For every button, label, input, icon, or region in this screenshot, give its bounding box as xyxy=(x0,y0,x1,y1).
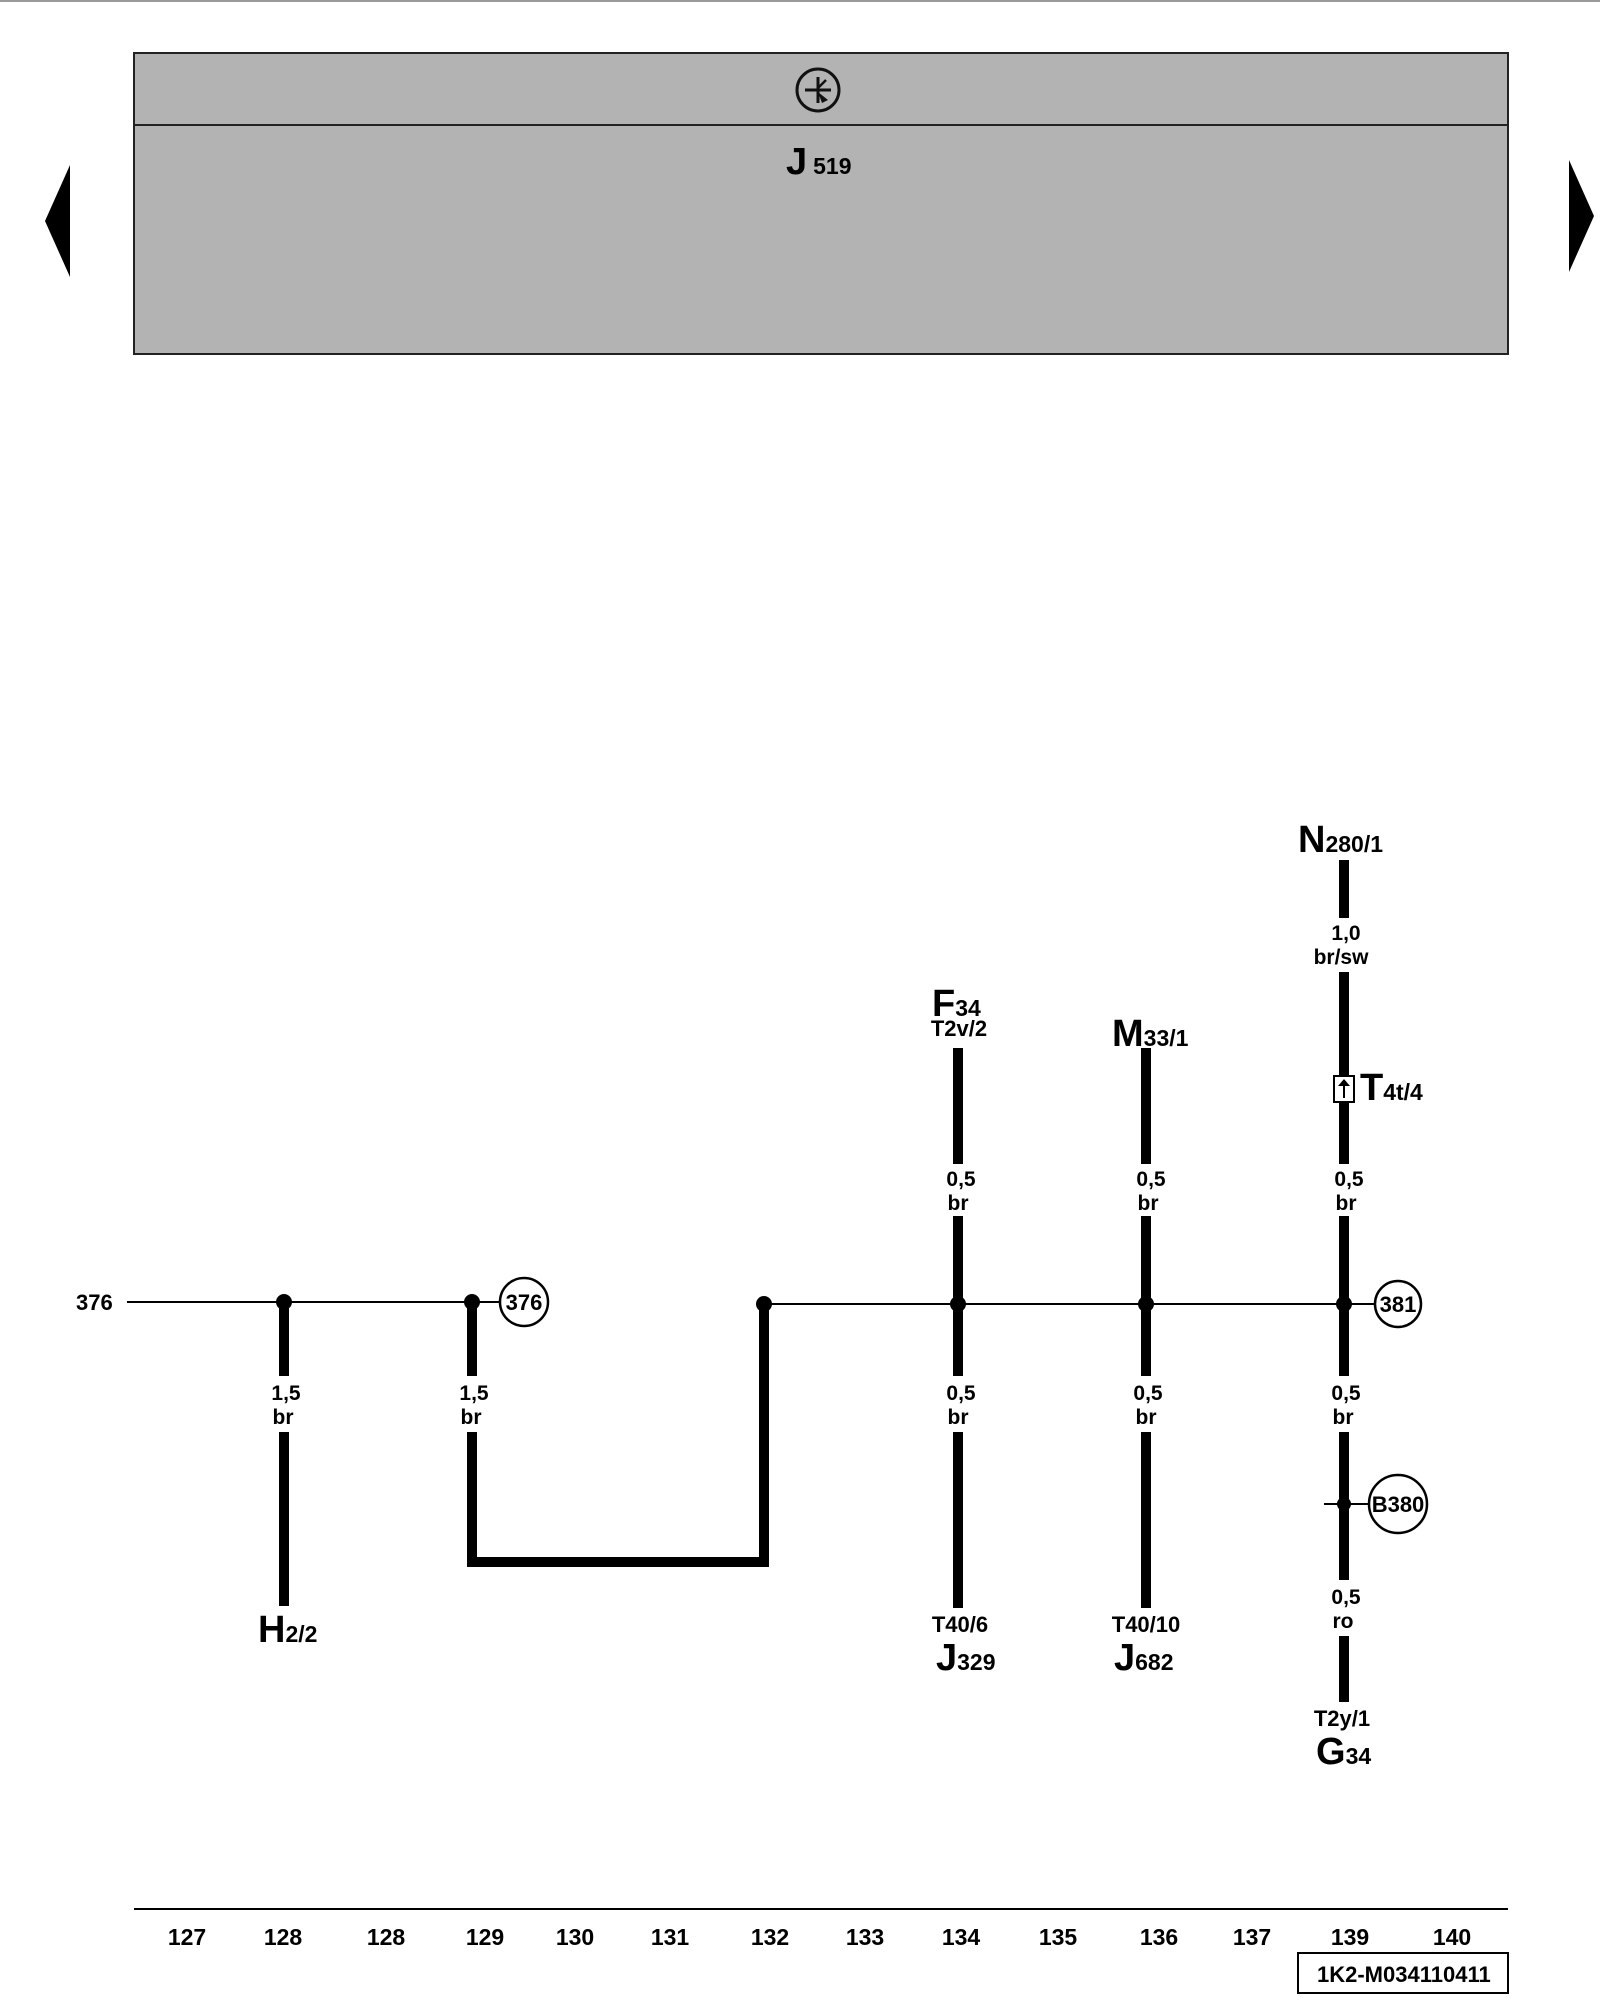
svg-text:T40/10: T40/10 xyxy=(1112,1612,1181,1637)
svg-text:T2v/2: T2v/2 xyxy=(931,1016,987,1041)
column-number: 134 xyxy=(942,1924,981,1950)
column-number: 136 xyxy=(1140,1924,1178,1950)
component-m331: M33/1 xyxy=(1112,1013,1189,1055)
column-number: 140 xyxy=(1433,1924,1471,1950)
svg-text:0,5: 0,5 xyxy=(1331,1586,1361,1609)
svg-text:br: br xyxy=(461,1406,482,1429)
svg-text:1,5: 1,5 xyxy=(271,1382,301,1405)
svg-text:376: 376 xyxy=(506,1290,543,1315)
wire-label-col129: 1,5 br xyxy=(459,1382,489,1429)
svg-text:0,5: 0,5 xyxy=(946,1382,976,1405)
svg-text:G34: G34 xyxy=(1316,1731,1371,1773)
svg-text:br: br xyxy=(948,1192,969,1215)
wire-label-j682: 0,5 br xyxy=(1133,1382,1163,1429)
svg-text:J329: J329 xyxy=(936,1637,996,1679)
component-j682: T40/10 J682 xyxy=(1112,1612,1181,1679)
column-number: 128 xyxy=(264,1924,303,1950)
component-n2801: N280/1 xyxy=(1298,819,1383,861)
component-f34: F34 T2v/2 xyxy=(931,983,987,1041)
wire-label-t4t: 0,5 br xyxy=(1334,1168,1364,1215)
connector-t4t4: T4t/4 xyxy=(1360,1067,1423,1109)
ground-transistor-icon xyxy=(795,67,841,113)
reference-box: 1K2-M034110411 xyxy=(1297,1952,1509,1994)
column-number: 127 xyxy=(168,1924,206,1950)
control-unit-panel xyxy=(133,52,1509,355)
column-number: 137 xyxy=(1233,1924,1271,1950)
column-number: 131 xyxy=(651,1924,690,1950)
thick-wires xyxy=(279,860,1349,1702)
svg-text:0,5: 0,5 xyxy=(946,1168,976,1191)
svg-text:0,5: 0,5 xyxy=(1136,1168,1166,1191)
column-number: 128 xyxy=(367,1924,406,1950)
column-number: 135 xyxy=(1039,1924,1078,1950)
svg-text:br: br xyxy=(1333,1406,1354,1429)
column-numbers: 127 128 128 129 130 131 132 133 134 135 136 137 139 1… xyxy=(168,1924,1471,1950)
wire-label-m33: 0,5 br xyxy=(1136,1168,1166,1215)
junction-dots xyxy=(276,1294,1352,1511)
svg-text:B380: B380 xyxy=(1372,1492,1425,1517)
connection-circle-381: 381 xyxy=(1373,1279,1423,1329)
svg-text:br: br xyxy=(1138,1192,1159,1215)
svg-text:br: br xyxy=(273,1406,294,1429)
column-number: 133 xyxy=(846,1924,884,1950)
reference-code: 1K2-M034110411 xyxy=(1317,1962,1491,1987)
wire-label-n280: 1,0 br/sw xyxy=(1314,922,1370,969)
component-g34: T2y/1 G34 xyxy=(1314,1706,1371,1773)
column-number: 139 xyxy=(1331,1924,1369,1950)
svg-text:br/sw: br/sw xyxy=(1314,946,1370,969)
wire-label-j329: 0,5 br xyxy=(946,1382,976,1429)
svg-text:T40/6: T40/6 xyxy=(932,1612,988,1637)
left-ref-label: 376 xyxy=(76,1290,113,1315)
wire-label-381: 0,5 br xyxy=(1331,1382,1361,1429)
svg-text:T2y/1: T2y/1 xyxy=(1314,1706,1370,1731)
connection-circle-b380: B380 xyxy=(1324,1473,1429,1535)
svg-text:br: br xyxy=(1336,1192,1357,1215)
svg-text:ro: ro xyxy=(1333,1610,1354,1633)
component-h22: H2/2 xyxy=(258,1609,317,1651)
svg-text:1,0: 1,0 xyxy=(1331,922,1360,945)
svg-text:381: 381 xyxy=(1380,1292,1417,1317)
svg-text:br: br xyxy=(948,1406,969,1429)
connector-icon xyxy=(1333,1075,1355,1103)
svg-text:0,5: 0,5 xyxy=(1334,1168,1364,1191)
nav-next-icon[interactable] xyxy=(1569,160,1594,272)
wire-label-g34: 0,5 ro xyxy=(1331,1586,1361,1633)
svg-text:br: br xyxy=(1136,1406,1157,1429)
svg-text:1,5: 1,5 xyxy=(459,1382,489,1405)
bus-line xyxy=(127,1301,1375,1305)
column-number: 130 xyxy=(556,1924,594,1950)
column-number: 129 xyxy=(466,1924,504,1950)
svg-text:0,5: 0,5 xyxy=(1331,1382,1361,1405)
wire-label-h22: 1,5 br xyxy=(271,1382,301,1429)
connection-circle-376: 376 xyxy=(498,1276,550,1328)
svg-text:F34: F34 xyxy=(932,983,981,1025)
component-j329: T40/6 J329 xyxy=(932,1612,996,1679)
column-number: 132 xyxy=(751,1924,789,1950)
wire-label-f34: 0,5 br xyxy=(946,1168,976,1215)
svg-text:J682: J682 xyxy=(1114,1637,1174,1679)
svg-text:0,5: 0,5 xyxy=(1133,1382,1163,1405)
nav-prev-icon[interactable] xyxy=(45,165,70,277)
